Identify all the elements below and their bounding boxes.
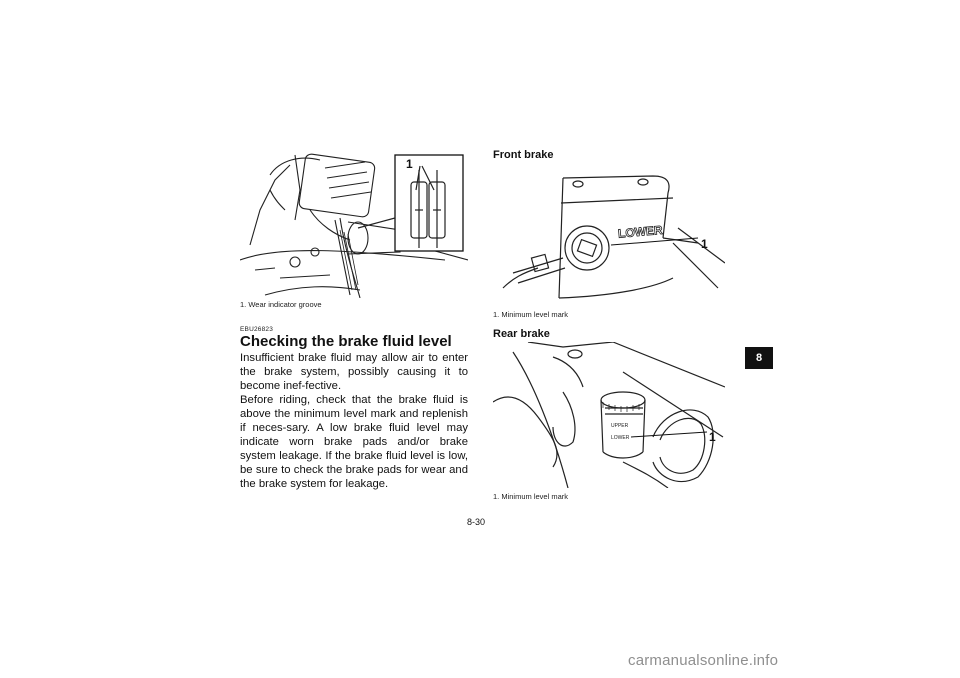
rear-lower-label: LOWER (611, 435, 630, 441)
caliper-caption: 1. Wear indicator groove (240, 300, 322, 309)
rear-brake-caption: 1. Minimum level mark (493, 492, 569, 501)
paragraph-1: Insufficient brake fluid may allow air t… (240, 352, 468, 392)
section-title: Checking the brake fluid level (240, 333, 452, 350)
front-callout: 1 (701, 237, 708, 251)
front-brake-heading: Front brake (493, 149, 554, 161)
section-body: Insufficient brake fluid may allow air t… (240, 351, 468, 491)
rear-brake-heading: Rear brake (493, 328, 550, 340)
front-lower-label: LOWER (617, 223, 663, 241)
rear-callout: 1 (709, 430, 716, 444)
page-number: 8-30 (467, 517, 486, 527)
front-brake-caption: 1. Minimum level mark (493, 310, 569, 319)
chapter-tab: 8 (745, 347, 773, 369)
caliper-callout: 1 (406, 157, 413, 171)
front-brake-illustration: LOWER 1 (493, 168, 725, 304)
rear-upper-label: UPPER (611, 423, 629, 429)
section-code: EBU26823 (240, 326, 274, 333)
rear-brake-illustration: UPPER LOWER 1 (493, 342, 725, 488)
caliper-illustration: 1 (240, 150, 468, 298)
watermark: carmanualsonline.info (628, 652, 779, 669)
paragraph-2: Before riding, check that the brake flui… (240, 394, 468, 490)
